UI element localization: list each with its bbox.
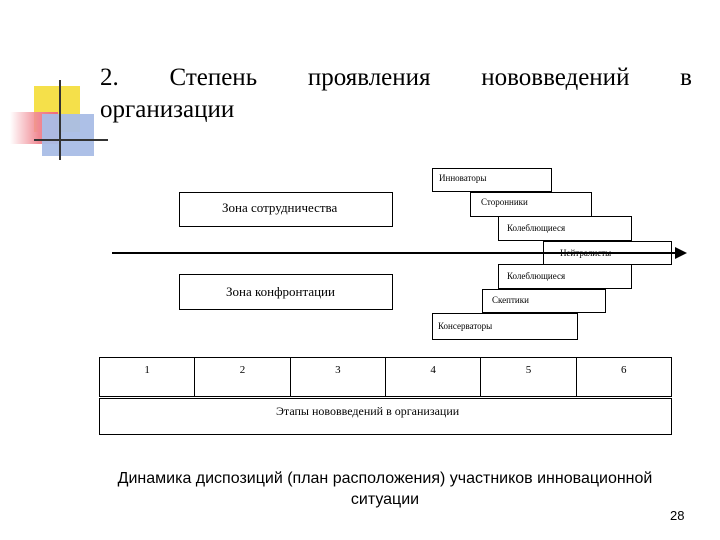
- decor-horizontal-line: [34, 139, 108, 141]
- group-label: Консерваторы: [438, 321, 493, 331]
- group-hesitant-lower: Колеблющиеся: [498, 264, 632, 289]
- page-number: 28: [670, 508, 685, 523]
- stages-label: Этапы нововведений в организации: [276, 404, 460, 418]
- stage-cell: 6: [621, 364, 627, 376]
- group-supporters: Сторонники: [470, 192, 592, 217]
- title-word: Степень: [169, 64, 258, 91]
- group-label: Сторонники: [481, 197, 528, 207]
- slide-title: 2. Степень проявления нововведений в орг…: [100, 62, 692, 126]
- zone-cooperation: Зона сотрудничества: [179, 192, 393, 227]
- stage-cell: 5: [481, 358, 577, 396]
- group-conservatives: Консерваторы: [432, 313, 578, 340]
- zone-label: Зона сотрудничества: [222, 200, 338, 215]
- title-word: нововведений: [481, 64, 630, 91]
- timeline-arrow-head: [675, 247, 687, 259]
- zone-label: Зона конфронтации: [226, 284, 335, 299]
- title-word: в: [680, 64, 692, 91]
- stage-cell: 2: [195, 358, 291, 396]
- stages-row: 1 2 3 4 5 6: [99, 357, 672, 397]
- timeline-arrow-line: [112, 252, 677, 254]
- title-word: 2.: [100, 64, 119, 91]
- group-innovators: Инноваторы: [432, 168, 552, 192]
- title-word: проявления: [307, 64, 431, 91]
- group-label: Инноваторы: [439, 173, 487, 183]
- zone-confrontation: Зона конфронтации: [179, 274, 393, 310]
- decor-vertical-line: [59, 80, 61, 160]
- decor-blue-square: [42, 114, 94, 156]
- diagram-caption: Динамика диспозиций (план расположения) …: [117, 470, 653, 508]
- group-label: Скептики: [492, 295, 529, 305]
- group-label: Колеблющиеся: [507, 223, 566, 233]
- stage-cell: 1: [100, 358, 196, 396]
- group-label: Колеблющиеся: [507, 271, 566, 281]
- stage-cell: 3: [291, 358, 386, 396]
- stages-label-box: Этапы нововведений в организации: [99, 398, 672, 435]
- group-skeptics: Скептики: [482, 289, 606, 313]
- stage-cell: 4: [386, 358, 482, 396]
- group-hesitant-upper: Колеблющиеся: [498, 216, 632, 241]
- title-line2: организации: [100, 96, 235, 123]
